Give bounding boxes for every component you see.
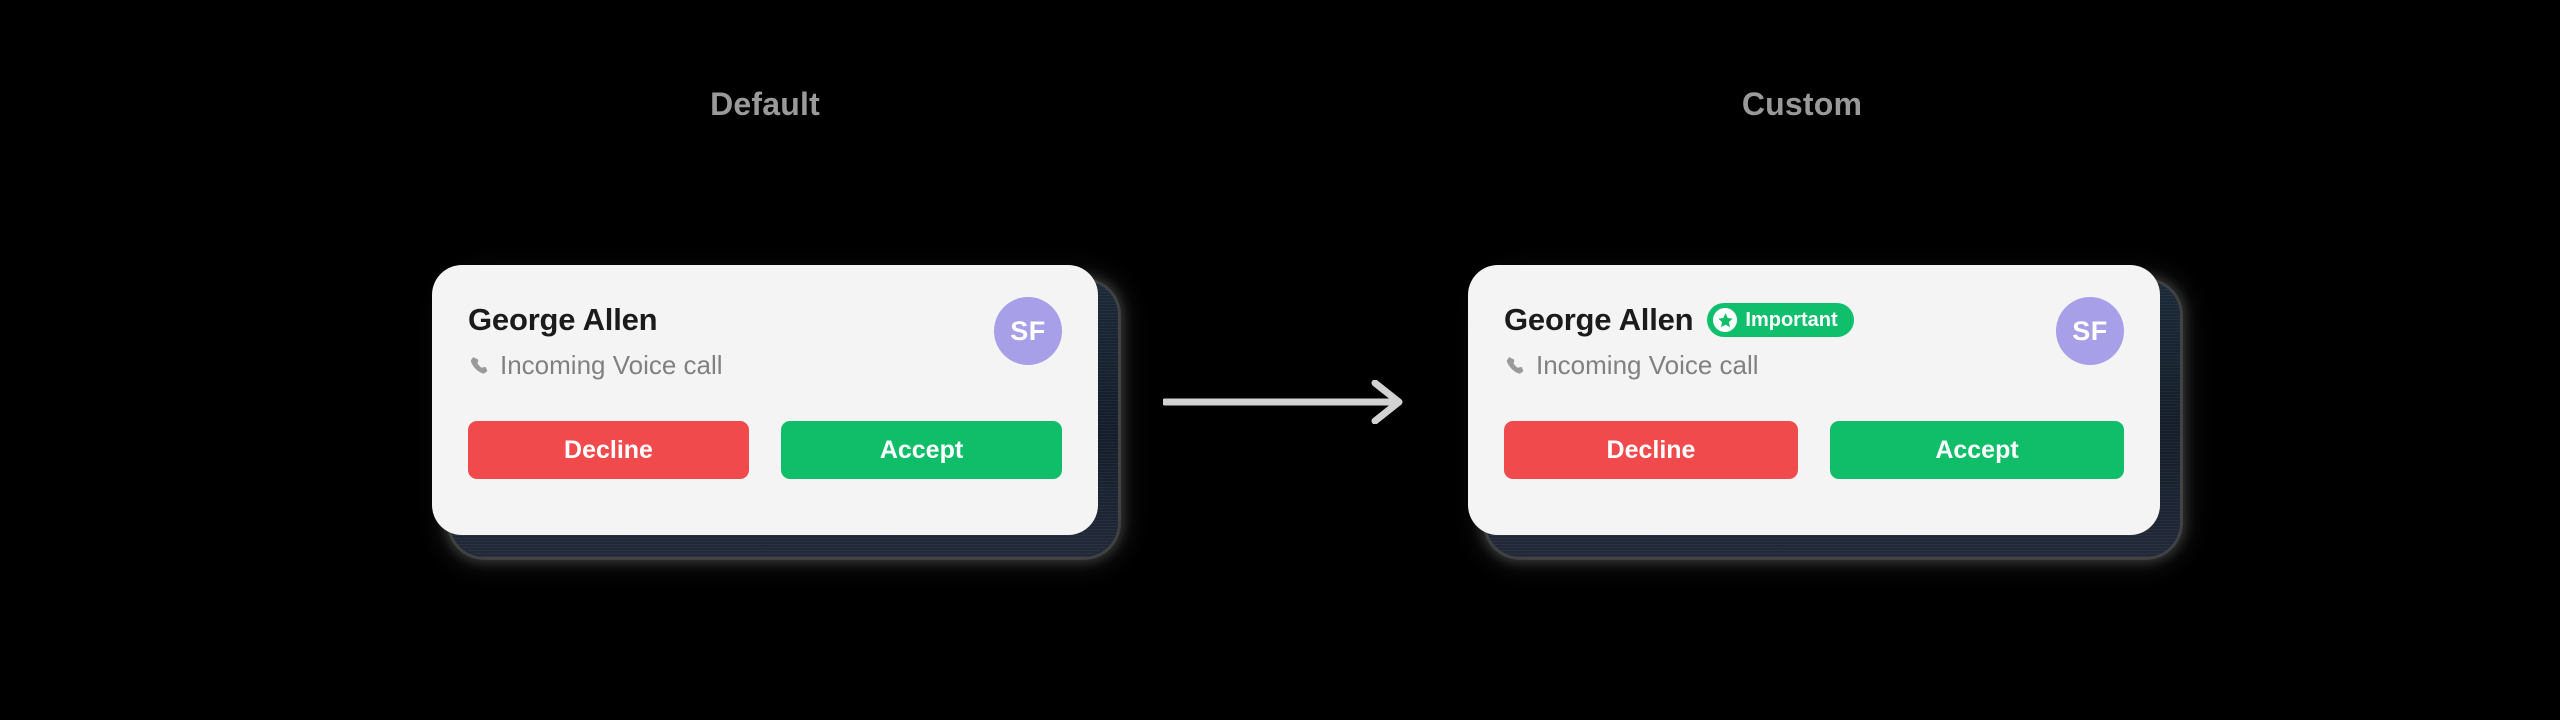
caller-name: George Allen (468, 302, 658, 337)
accept-button[interactable]: Accept (1830, 421, 2124, 479)
caller-name-row: George Allen (468, 299, 994, 341)
avatar: SF (994, 297, 1062, 365)
avatar: SF (2056, 297, 2124, 365)
custom-call-notification-card[interactable]: George Allen Important (1468, 265, 2160, 535)
caller-info: George Allen Important (1504, 299, 2056, 381)
call-status-text: Incoming Voice call (500, 350, 723, 380)
call-status-row: Incoming Voice call (1504, 350, 2056, 381)
phone-icon (1504, 355, 1526, 377)
column-caption-default: Default (710, 86, 820, 122)
default-notification-device: George Allen Incoming Voice call SF Decl (432, 265, 1118, 557)
status-badge[interactable]: Important (1707, 303, 1854, 337)
status-badge-label: Important (1745, 309, 1838, 331)
default-call-notification-card[interactable]: George Allen Incoming Voice call SF Decl (432, 265, 1098, 535)
card-header: George Allen Important (1504, 297, 2124, 381)
card-header: George Allen Incoming Voice call SF (468, 297, 1062, 381)
decline-button[interactable]: Decline (468, 421, 749, 479)
caller-name: George Allen (1504, 302, 1694, 337)
column-caption-custom: Custom (1741, 86, 1863, 122)
caller-name-row: George Allen Important (1504, 299, 2056, 341)
call-status-row: Incoming Voice call (468, 350, 994, 381)
arrow-right-icon (1161, 379, 1413, 425)
decline-button[interactable]: Decline (1504, 421, 1798, 479)
caller-info: George Allen Incoming Voice call (468, 299, 994, 381)
call-status-text: Incoming Voice call (1536, 350, 1759, 380)
call-actions: Decline Accept (1504, 421, 2124, 479)
custom-notification-device: George Allen Important (1468, 265, 2180, 557)
star-circle-icon (1713, 308, 1738, 332)
phone-icon (468, 355, 490, 377)
accept-button[interactable]: Accept (781, 421, 1062, 479)
call-actions: Decline Accept (468, 421, 1062, 479)
